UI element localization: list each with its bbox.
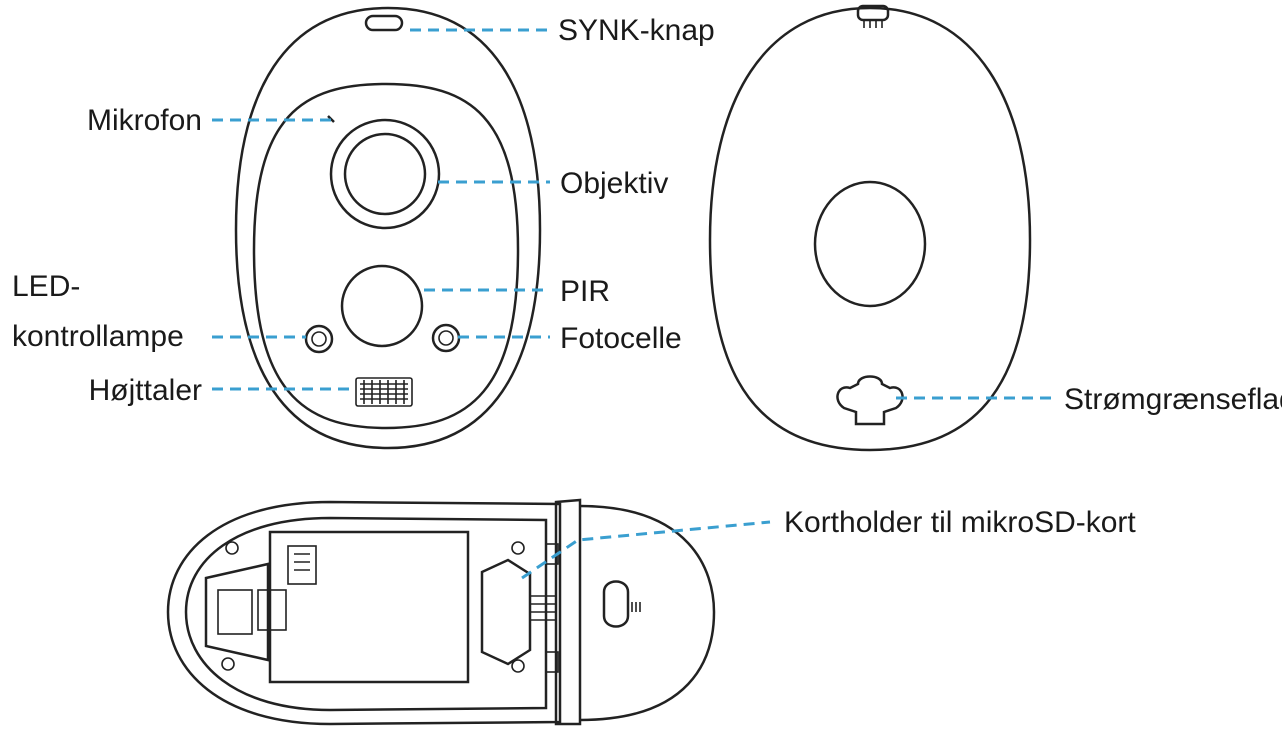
leader-kortholder <box>521 520 771 580</box>
front-outer-shell <box>234 6 542 450</box>
open-front-dome <box>579 504 716 722</box>
back-shell <box>708 6 1032 452</box>
lens-outer-ring <box>329 118 441 230</box>
screw-3 <box>221 657 235 671</box>
front-small-light <box>602 580 630 628</box>
label-fotocelle: Fotocelle <box>560 322 682 355</box>
mount-circle <box>813 180 927 308</box>
sync-button <box>364 14 404 32</box>
label-objektiv: Objektiv <box>560 167 668 200</box>
screw-4 <box>511 659 525 673</box>
label-mikrofon: Mikrofon <box>87 104 202 137</box>
screw-2 <box>511 541 525 555</box>
label-led-line2: kontrollampe <box>12 320 184 353</box>
label-pir: PIR <box>560 275 610 308</box>
pir-sensor <box>340 264 424 348</box>
battery-bay <box>204 562 270 662</box>
camera-back-view <box>708 4 1032 452</box>
label-kortholder: Kortholder til mikroSD-kort <box>784 506 1136 539</box>
open-inner-housing <box>184 516 548 712</box>
screw-1 <box>225 541 239 555</box>
open-front-cover <box>554 498 582 726</box>
open-outer-shell <box>166 500 562 726</box>
speaker-grille <box>355 377 413 407</box>
photocell-outer <box>431 323 461 353</box>
led-indicator-outer <box>304 324 334 354</box>
sd-card-slot <box>480 558 532 666</box>
back-sync-button <box>856 4 890 22</box>
front-inner-panel <box>252 82 520 430</box>
leader-lines <box>212 28 1056 580</box>
label-hojttaler: Højttaler <box>89 374 202 407</box>
power-interface-shape <box>836 375 904 426</box>
labels: SYNK-knap Mikrofon Objektiv LED- kontrol… <box>12 14 1282 539</box>
camera-front-view <box>234 6 542 450</box>
photocell-inner <box>438 330 454 346</box>
label-led-line1: LED- <box>12 270 80 303</box>
label-stromgraenseflade: Strømgrænseflade <box>1064 383 1282 416</box>
camera-open-view <box>166 498 716 726</box>
led-indicator-inner <box>311 331 327 347</box>
battery <box>268 530 470 684</box>
lens <box>343 132 427 216</box>
label-synk-knap: SYNK-knap <box>558 14 715 47</box>
